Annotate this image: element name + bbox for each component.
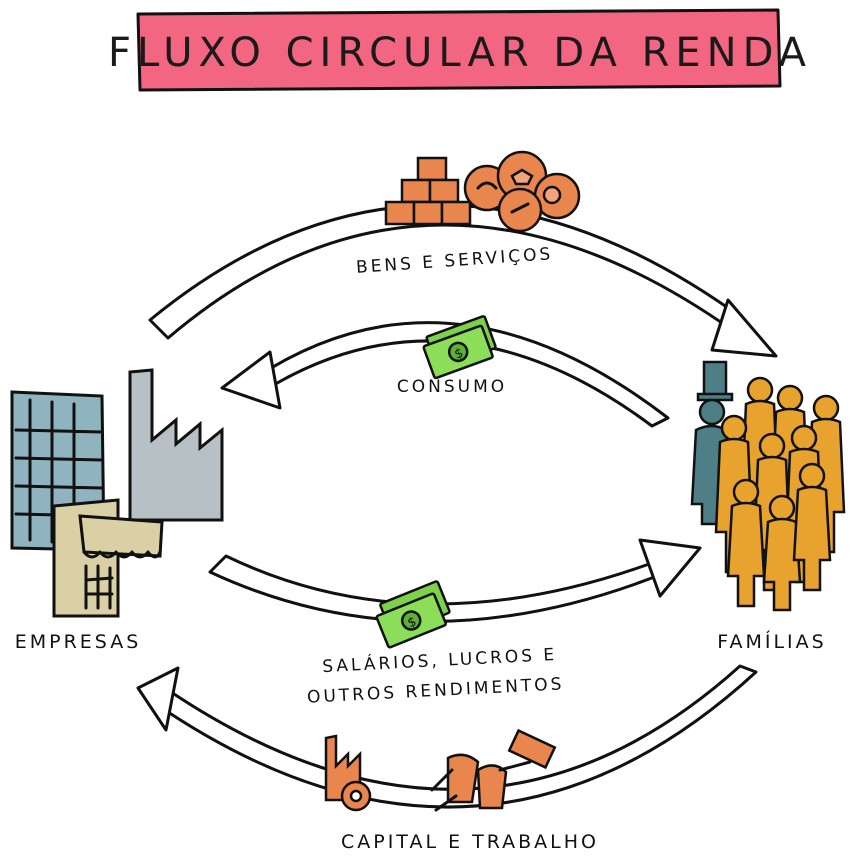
factory-gear-icon [324,734,372,812]
goods-flow-label: BENS E SERVIÇOS [355,244,553,278]
income-flow-label-line1: SALÁRIOS, LUCROS E [322,643,558,677]
crowd-icon [690,360,846,612]
shop-icon [52,498,164,618]
tools-icon [430,728,557,812]
factory-icon [128,368,224,522]
factors-flow-arrow [136,664,758,809]
consumption-money-icon: $ [422,315,497,380]
income-flow-arrow [208,538,702,623]
page-title: FLUXO CIRCULAR DA RENDA [108,30,812,76]
boxes-icon [384,156,472,226]
familias-label: FAMÍLIAS [717,630,826,653]
income-flow-label-line2: OUTROS RENDIMENTOS [307,674,565,707]
goods-flow-arrow [148,203,778,358]
income-money-icon: $ [375,580,451,649]
empresas-label: EMPRESAS [15,631,142,653]
goods-coins-icon [463,150,581,233]
consumption-flow-arrow [220,321,670,428]
consumption-flow-label: CONSUMO [397,377,507,397]
title-banner: FLUXO CIRCULAR DA RENDA [108,8,812,92]
factors-flow-label: CAPITAL E TRABALHO [341,831,599,853]
